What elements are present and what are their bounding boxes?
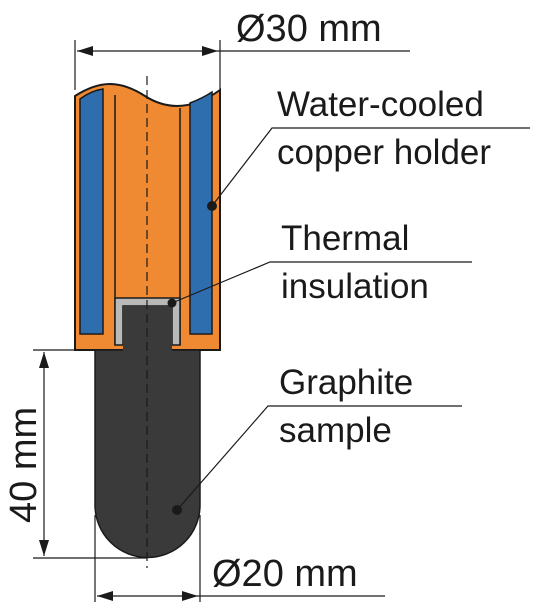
holder-label-line2: copper holder: [277, 133, 491, 172]
insulation-leader-line: [171, 261, 472, 304]
bottom-dim-arrow-right: [182, 591, 198, 601]
insulation-leader-dot: [167, 298, 177, 308]
top-dim-arrow-left: [77, 46, 93, 56]
water-channel-right: [189, 90, 213, 335]
sample-length-label: 40 mm: [3, 407, 45, 523]
holder-leader-line: [211, 127, 530, 207]
top-diameter-label: Ø30 mm: [236, 8, 382, 50]
bottom-diameter-label: Ø20 mm: [212, 553, 358, 595]
insulation-label-line2: insulation: [281, 267, 429, 306]
sample-leader-line: [176, 405, 462, 511]
holder-label-line1: Water-cooled: [277, 85, 484, 124]
holder-leader-dot: [207, 201, 217, 211]
insulation-label-line1: Thermal: [281, 219, 409, 258]
bottom-dim-arrow-left: [97, 591, 113, 601]
length-dim-arrow-top: [39, 352, 49, 368]
water-channel-left: [79, 88, 104, 335]
sample-label-line1: Graphite: [279, 363, 413, 402]
sample-label-line2: sample: [279, 411, 392, 450]
sample-leader-dot: [172, 505, 182, 515]
length-dim-arrow-bottom: [39, 540, 49, 556]
top-dim-arrow-right: [202, 46, 218, 56]
graphite-sample: [94, 349, 201, 559]
